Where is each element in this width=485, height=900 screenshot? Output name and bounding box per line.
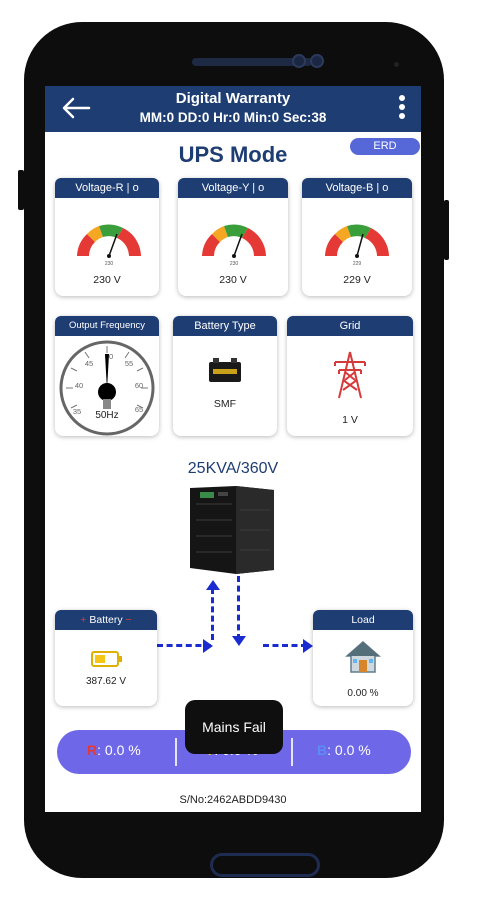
voltage-y-header: Voltage-Y | o <box>178 178 288 198</box>
svg-text:230: 230 <box>230 261 239 266</box>
svg-text:60: 60 <box>135 381 143 390</box>
svg-text:50: 50 <box>105 352 113 361</box>
voltage-y-card: Voltage-Y | o 230 230 V <box>178 178 288 296</box>
arrow-down-icon <box>232 636 246 646</box>
back-arrow-icon[interactable] <box>61 96 91 120</box>
battery-voltage-value: 387.62 V <box>85 676 127 687</box>
svg-text:230: 230 <box>105 261 114 266</box>
erd-button[interactable]: ERD <box>350 138 420 155</box>
grid-value: 1 V <box>342 414 358 426</box>
battery-card: + Battery − 387.62 V <box>55 610 157 706</box>
mains-fail-toast: Mains Fail <box>185 700 283 754</box>
frequency-dial-icon: 35 40 45 50 55 60 65 <box>59 340 155 436</box>
ups-load-down-line <box>237 576 240 640</box>
load-value: 0.00 % <box>347 688 379 699</box>
voltage-y-value: 230 V <box>219 274 247 286</box>
voltage-b-value: 229 V <box>343 274 371 286</box>
voltage-b-card: Voltage-B | o 229 229 V <box>302 178 412 296</box>
load-card: Load 0.00 % <box>313 610 413 706</box>
output-frequency-value: 50Hz <box>95 410 119 421</box>
voltage-r-value: 230 V <box>93 274 121 286</box>
ups-cabinet-icon <box>190 486 274 574</box>
voltage-b-gauge-icon: 229 <box>325 224 389 266</box>
battery-connector-line <box>157 644 211 647</box>
battery-type-card: Battery Type SMF <box>173 316 277 436</box>
grid-card: Grid 1 V <box>287 316 413 436</box>
home-button[interactable] <box>210 853 320 877</box>
plus-icon: + <box>80 614 87 626</box>
voltage-r-card: Voltage-R | o 230 230 V <box>55 178 159 296</box>
svg-text:35: 35 <box>73 407 81 416</box>
voltage-b-header: Voltage-B | o <box>302 178 412 198</box>
battery-pack-icon <box>209 358 241 382</box>
light-sensor <box>394 62 399 67</box>
minus-icon: − <box>125 614 132 626</box>
svg-text:65: 65 <box>135 405 143 414</box>
voltage-r-header: Voltage-R | o <box>55 178 159 198</box>
phase-r-status: R: 0.0 % <box>87 742 141 758</box>
divider <box>175 738 177 766</box>
arrow-up-icon <box>206 580 220 590</box>
voltage-r-gauge-icon: 230 <box>77 224 141 266</box>
transmission-tower-icon <box>334 351 366 399</box>
front-camera-icon <box>292 54 306 68</box>
load-header: Load <box>313 610 413 630</box>
serial-number: S/No:2462ABDD9430 <box>179 794 287 806</box>
output-frequency-card: Output Frequency 35 40 45 50 55 60 65 <box>55 316 159 436</box>
grid-header: Grid <box>287 316 413 336</box>
svg-text:229: 229 <box>353 261 362 266</box>
battery-header: + Battery − <box>55 610 157 630</box>
app-screen: Digital Warranty MM:0 DD:0 Hr:0 Min:0 Se… <box>45 86 421 812</box>
more-options-icon[interactable] <box>395 92 409 126</box>
earpiece-speaker <box>192 58 312 66</box>
house-icon <box>345 641 381 673</box>
battery-type-header: Battery Type <box>173 316 277 336</box>
battery-level-icon <box>91 651 122 667</box>
load-connector-line <box>263 644 307 647</box>
divider <box>291 738 293 766</box>
power-button <box>444 200 449 260</box>
proximity-sensor-icon <box>310 54 324 68</box>
svg-text:40: 40 <box>75 381 83 390</box>
arrow-right-icon <box>203 639 213 653</box>
battery-type-value: SMF <box>213 398 237 410</box>
app-title: Digital Warranty <box>175 90 291 107</box>
svg-text:45: 45 <box>85 359 93 368</box>
output-frequency-header: Output Frequency <box>55 316 159 336</box>
mode-title: UPS Mode <box>178 142 288 167</box>
svg-text:55: 55 <box>125 359 133 368</box>
warranty-timer: MM:0 DD:0 Hr:0 Min:0 Sec:38 <box>139 110 327 125</box>
phase-b-status: B: 0.0 % <box>317 742 371 758</box>
voltage-y-gauge-icon: 230 <box>202 224 266 266</box>
ups-model-label: 25KVA/360V <box>187 460 279 477</box>
app-bar: Digital Warranty MM:0 DD:0 Hr:0 Min:0 Se… <box>45 86 421 132</box>
ups-battery-up-line <box>211 588 214 640</box>
arrow-right-load-icon <box>303 639 313 653</box>
volume-button <box>18 170 24 210</box>
